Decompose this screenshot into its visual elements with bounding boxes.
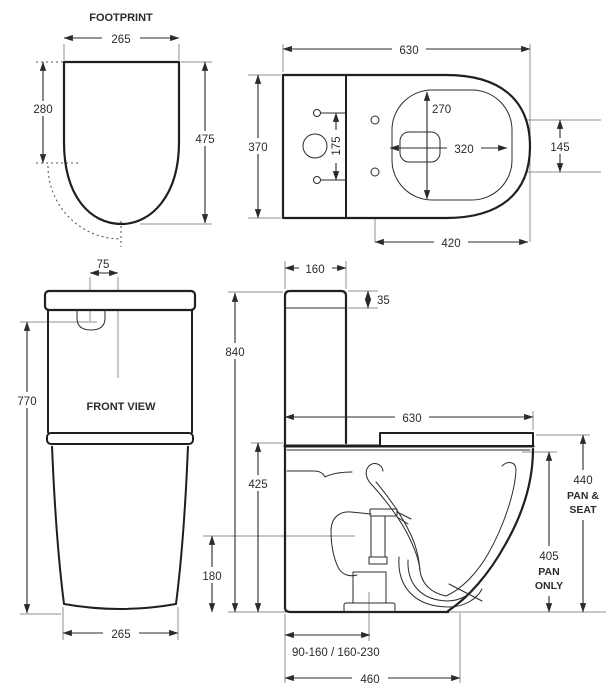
label-mask [219, 343, 252, 359]
label-mask [561, 470, 606, 520]
bowl-front-wall-inner [375, 481, 421, 572]
label-mask [395, 409, 429, 425]
setout-range-dim: 90-160 / 160-230 [292, 647, 380, 659]
tank-base-band [46, 432, 194, 445]
button-spacing-dim: 175 [331, 136, 343, 155]
label-mask [328, 130, 344, 163]
outlet-floor-flange [343, 602, 396, 613]
footprint-upper-depth-dim: 280 [33, 104, 52, 116]
base-depth-dim: 460 [360, 674, 379, 686]
label-mask [196, 567, 229, 583]
label-mask [434, 234, 468, 250]
base-width-dim: 265 [111, 629, 130, 641]
cistern-depth-dim: 160 [305, 264, 324, 276]
inlet-connector-line [396, 511, 412, 520]
label-mask [242, 138, 274, 154]
seat-height-dim: 440 [573, 475, 592, 487]
seat-hinge-hole [370, 167, 380, 177]
plan-view: 175 630 370 270 320 145 420 [242, 41, 601, 250]
label-mask [544, 138, 577, 154]
button-offset-dim: 75 [97, 259, 110, 271]
footprint-total-depth-dim: 475 [195, 134, 214, 146]
bowl-bottom [419, 570, 447, 597]
seat-height-label-2: SEAT [569, 504, 597, 516]
label-mask [27, 101, 59, 116]
trap-weir-arc [398, 556, 483, 608]
cistern-lid-front [43, 289, 197, 312]
plan-width-dim: 630 [399, 45, 418, 57]
footprint-view: FOOTPRINT 265 280 475 [27, 12, 221, 247]
label-mask [242, 475, 275, 491]
label-mask [299, 261, 332, 276]
hinge-spacing-dim: 145 [550, 142, 569, 154]
footprint-width-dim: 265 [111, 34, 130, 46]
bowl-front-wall-outer [365, 463, 421, 572]
label-mask [102, 31, 140, 46]
label-mask [189, 131, 221, 146]
seat-height-label-1: PAN & [567, 490, 599, 502]
fixing-hole [313, 109, 321, 117]
trap-height-dim: 180 [202, 571, 221, 583]
trap-dome [330, 511, 372, 577]
bowl-width-dim: 320 [454, 144, 473, 156]
label-mask [447, 140, 481, 156]
dotted-swing-arc [47, 165, 122, 240]
pedestal-front [51, 445, 189, 610]
pan-bottom [283, 606, 450, 614]
side-view: 160 35 840 425 630 180 440 PAN & SEAT 40… [196, 261, 606, 686]
bowl-depth-dim: 270 [432, 104, 451, 116]
cistern-height-dim: 770 [17, 396, 36, 408]
label-mask [352, 670, 388, 686]
front-view: FRONT VIEW 75 770 265 [11, 259, 197, 641]
shelf-height-dim: 425 [248, 479, 267, 491]
seat-hinge-hole [370, 115, 380, 125]
pan-height-dim: 405 [539, 551, 558, 563]
pan-height-label-2: ONLY [535, 580, 563, 592]
front-view-title: FRONT VIEW [86, 401, 156, 413]
flush-button-front [76, 309, 106, 331]
footprint-title: FOOTPRINT [89, 12, 153, 24]
outlet-chamfer-line [448, 583, 483, 602]
cistern-side-outline [283, 289, 348, 449]
fixing-hole [313, 176, 321, 184]
overall-height-dim: 840 [225, 347, 244, 359]
pan-projection-dim: 420 [441, 238, 460, 250]
bowl-rear-wall [445, 462, 517, 597]
label-mask [11, 392, 43, 408]
inlet-pipe [370, 515, 386, 558]
footprint-shape [62, 60, 181, 226]
flush-button-circle [302, 133, 328, 159]
plan-depth-dim: 370 [248, 142, 267, 154]
seat-side-profile [379, 432, 534, 447]
label-mask [392, 41, 426, 57]
inlet-flange-bottom [368, 556, 388, 565]
pan-height-label-1: PAN [538, 566, 559, 578]
trap-weir-arc [407, 559, 477, 602]
back-ledge-line [286, 470, 353, 478]
label-mask [527, 546, 572, 596]
inlet-connector-line [396, 516, 409, 525]
pan-length-dim: 630 [402, 413, 421, 425]
label-mask [103, 625, 139, 641]
lid-height-dim: 35 [377, 295, 390, 307]
